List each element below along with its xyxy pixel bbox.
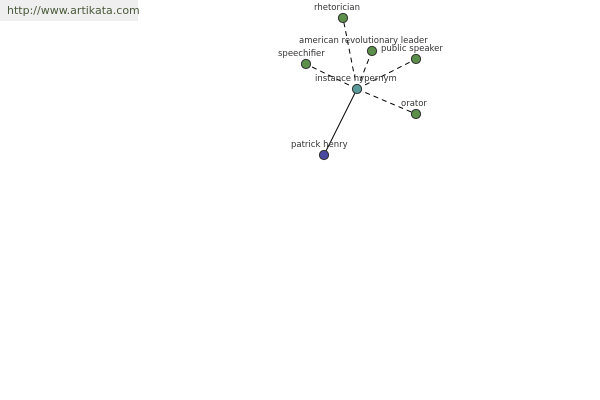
label-american-revolutionary-leader: american revolutionary leader [299, 36, 428, 46]
url-banner: http://www.artikata.com [0, 0, 140, 21]
site-url-link[interactable]: http://www.artikata.com [7, 4, 140, 17]
label-patrick-henry: patrick henry [291, 140, 348, 150]
node-orator[interactable] [410, 108, 422, 120]
edge-speechifier [305, 63, 358, 90]
graph-edges [305, 17, 417, 156]
node-public-speaker[interactable] [410, 53, 422, 65]
label-rhetorician: rhetorician [314, 3, 360, 13]
node-instance-hypernym[interactable] [351, 83, 363, 95]
label-speechifier: speechifier [278, 49, 325, 59]
edge-orator [356, 88, 417, 115]
edge-public-speaker [356, 58, 417, 90]
node-rhetorician[interactable] [337, 12, 349, 24]
label-public-speaker: public speaker [381, 44, 443, 54]
edge-rhetorician [342, 17, 358, 90]
label-instance-hypernym: instance hypernym [315, 74, 397, 84]
graph-labels: rhetorician american revolutionary leade… [278, 3, 443, 150]
node-patrick-henry[interactable] [318, 149, 330, 161]
edge-patrick-henry [323, 88, 358, 156]
node-speechifier[interactable] [300, 58, 312, 70]
node-american-revolutionary-leader[interactable] [366, 45, 378, 57]
label-orator: orator [401, 99, 427, 109]
graph-nodes [300, 12, 422, 161]
edge-american-revolutionary-leader [356, 50, 373, 90]
